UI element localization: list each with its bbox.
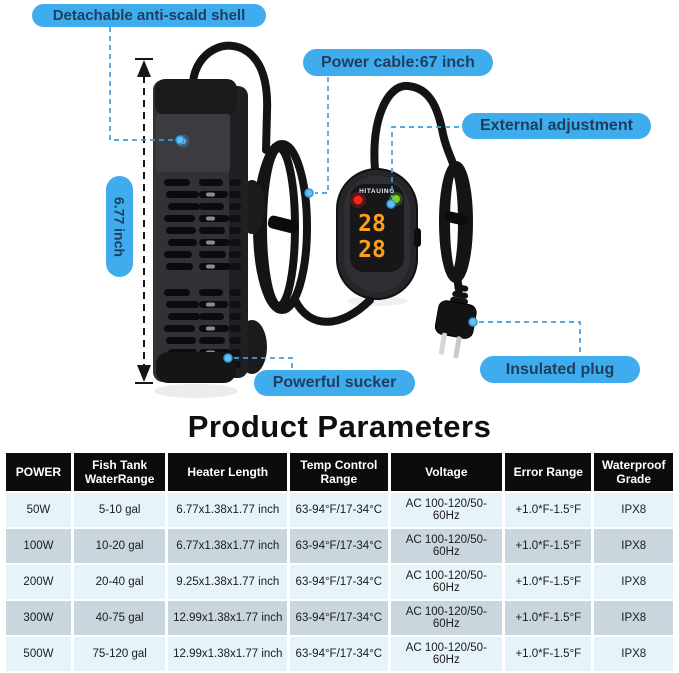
table-cell: +1.0*F-1.5°F (505, 493, 592, 527)
table-header-cell: Heater Length (168, 453, 288, 491)
table-cell: IPX8 (594, 493, 673, 527)
table-cell: 100W (6, 529, 71, 563)
table-row: 50W 5-10 gal 6.77x1.38x1.77 inch 63-94°F… (6, 493, 673, 527)
plug-prong (438, 332, 447, 355)
connector-plug-line (479, 321, 581, 354)
callout-external-adjustment: External adjustment (462, 113, 651, 139)
callout-label: Power cable:67 inch (321, 53, 475, 71)
height-measurement-arrow (135, 58, 153, 384)
connector-dot (468, 317, 478, 327)
anti-scald-shell-panel (156, 114, 230, 172)
table-cell: 6.77x1.38x1.77 inch (168, 493, 288, 527)
cable-tie (444, 211, 469, 226)
table-header-cell: Fish Tank WaterRange (73, 453, 166, 491)
product-photo-area: HITAUING 28 28 (32, 4, 651, 398)
cable-tie (267, 215, 298, 234)
table-cell: 6.77x1.38x1.77 inch (168, 529, 288, 563)
table-cell: 500W (6, 637, 71, 671)
display-water-temp: 28 (358, 237, 386, 263)
table-cell: 12.99x1.38x1.77 inch (168, 637, 288, 671)
callout-powerful-sucker: Powerful sucker (254, 370, 415, 396)
table-cell: AC 100-120/50-60Hz (390, 565, 503, 599)
product-photo: HITAUING 28 28 (109, 27, 581, 398)
table-row: 100W 10-20 gal 6.77x1.38x1.77 inch 63-94… (6, 529, 673, 563)
table-row: 500W 75-120 gal 12.99x1.38x1.77 inch 63-… (6, 637, 673, 671)
heater-body (153, 79, 267, 383)
power-plug (434, 284, 477, 359)
table-cell: 63-94°F/17-34°C (290, 493, 388, 527)
section-title: Product Parameters (187, 409, 492, 444)
callout-heater-height: 6.77 inch (106, 176, 133, 277)
table-header-cell: Waterproof Grade (594, 453, 673, 491)
table-cell: 63-94°F/17-34°C (290, 637, 388, 671)
callout-connectors (109, 27, 581, 369)
table-cell: 63-94°F/17-34°C (290, 529, 388, 563)
table-header-cell: POWER (6, 453, 71, 491)
callout-detachable-shell: Detachable anti-scald shell (32, 4, 266, 27)
callout-label: Detachable anti-scald shell (52, 7, 246, 24)
connector-shell-line (109, 27, 173, 141)
table-cell: 75-120 gal (73, 637, 166, 671)
callout-power-cable: Power cable:67 inch (303, 49, 493, 76)
connector-dot (223, 353, 233, 363)
table-cell: 5-10 gal (73, 493, 166, 527)
table-cell: IPX8 (594, 529, 673, 563)
callout-label: Insulated plug (505, 360, 615, 378)
heater-vents (164, 179, 241, 368)
callout-label: Powerful sucker (272, 374, 397, 391)
callout-label: 6.77 inch (111, 196, 128, 257)
callout-label: External adjustment (480, 117, 633, 134)
controller-side-button (414, 228, 421, 247)
display-set-temp: 28 (358, 211, 386, 237)
table-cell: AC 100-120/50-60Hz (390, 601, 503, 635)
callout-insulated-plug: Insulated plug (480, 356, 640, 383)
table-row: 200W 20-40 gal 9.25x1.38x1.77 inch 63-94… (6, 565, 673, 599)
heater-top-cap (155, 79, 237, 115)
table-cell: 50W (6, 493, 71, 527)
table-header-cell: Voltage (390, 453, 503, 491)
heater-bottom-cap (156, 352, 236, 383)
table-cell: +1.0*F-1.5°F (505, 637, 592, 671)
connector-dots (175, 135, 478, 363)
table-cell: IPX8 (594, 565, 673, 599)
table-cell: +1.0*F-1.5°F (505, 601, 592, 635)
parameters-table: POWER Fish Tank WaterRange Heater Length… (3, 451, 676, 673)
table-cell: +1.0*F-1.5°F (505, 529, 592, 563)
brand-label: HITAUING (359, 188, 395, 195)
table-cell: IPX8 (594, 637, 673, 671)
connector-dot (386, 199, 396, 209)
table-cell: 10-20 gal (73, 529, 166, 563)
table-cell: 63-94°F/17-34°C (290, 601, 388, 635)
connector-dot (175, 135, 185, 145)
table-header-cell: Error Range (505, 453, 592, 491)
table-cell: AC 100-120/50-60Hz (390, 529, 503, 563)
connector-power-cable-line (315, 77, 329, 194)
table-cell: +1.0*F-1.5°F (505, 565, 592, 599)
table-cell: 20-40 gal (73, 565, 166, 599)
table-row: 300W 40-75 gal 12.99x1.38x1.77 inch 63-9… (6, 601, 673, 635)
connector-sucker-line (234, 357, 293, 369)
table-cell: 9.25x1.38x1.77 inch (168, 565, 288, 599)
table-cell: 40-75 gal (73, 601, 166, 635)
heater-shadow (154, 384, 238, 398)
table-cell: IPX8 (594, 601, 673, 635)
table-cell: 12.99x1.38x1.77 inch (168, 601, 288, 635)
table-cell: 200W (6, 565, 71, 599)
heating-indicator-led (353, 195, 363, 205)
controller-unit: HITAUING 28 28 (336, 168, 421, 300)
table-cell: 300W (6, 601, 71, 635)
connector-dot (304, 188, 314, 198)
table-cell: AC 100-120/50-60Hz (390, 493, 503, 527)
table-header-row: POWER Fish Tank WaterRange Heater Length… (6, 453, 673, 491)
connector-external-line (391, 126, 459, 198)
table-cell: 63-94°F/17-34°C (290, 565, 388, 599)
table-cell: AC 100-120/50-60Hz (390, 637, 503, 671)
table-header-cell: Temp Control Range (290, 453, 388, 491)
plug-prong (453, 336, 462, 359)
